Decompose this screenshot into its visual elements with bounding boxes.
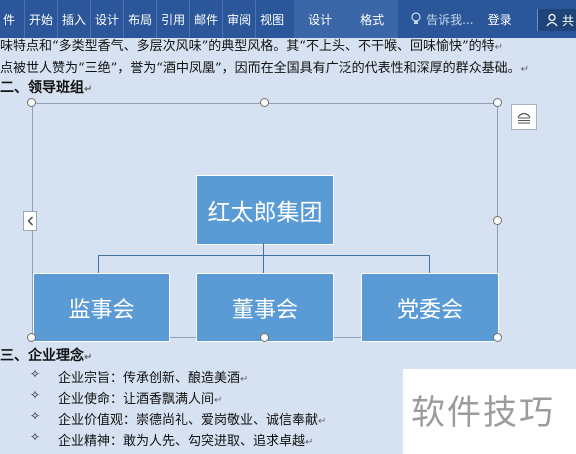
paragraph-mark: ↵ <box>494 42 503 53</box>
smartart-org-chart[interactable]: 红太郎集团 监事会 董事会 党委会 <box>32 103 499 342</box>
paragraph-mark: ↵ <box>214 395 223 406</box>
paragraph-mark: ↵ <box>520 64 529 75</box>
tab-home[interactable]: 开始 <box>24 0 57 38</box>
bullet-icon: ✧ <box>30 430 41 444</box>
list-item: 企业价值观：崇德尚礼、爱岗敬业、诚信奉献↵ <box>58 413 327 428</box>
tell-me-text: 告诉我... <box>426 12 474 27</box>
tab-file[interactable]: 件 <box>3 12 16 27</box>
watermark-text: 软件技巧 <box>411 393 555 433</box>
share-button[interactable]: 共 <box>536 9 576 31</box>
resize-handle-bottom-left[interactable] <box>27 333 36 342</box>
tab-smartart-format[interactable]: 格式 <box>360 12 385 27</box>
connector-middle <box>263 255 264 273</box>
tab-design[interactable]: 设计 <box>90 0 123 38</box>
login-button[interactable]: 登录 <box>487 12 512 27</box>
body-paragraph-line-2: 点被世人赞为“三绝”，誉为“酒中凤凰”，因而在全国具有广泛的代表性和深厚的群众基… <box>0 61 529 76</box>
paragraph-mark: ↵ <box>240 374 249 385</box>
org-box-supervisory-board[interactable]: 监事会 <box>33 273 170 342</box>
bullet-icon: ✧ <box>30 367 41 381</box>
list-item: 企业宗旨：传承创新、酿造美酒↵ <box>58 371 249 386</box>
tab-smartart-design[interactable]: 设计 <box>308 12 333 27</box>
body-paragraph-line-1: 味特点和“多类型香气、多层次风味”的典型风格。其“不上头、不干喉、回味愉快”的特… <box>0 39 503 54</box>
document-page[interactable]: 味特点和“多类型香气、多层次风味”的典型风格。其“不上头、不干喉、回味愉快”的特… <box>0 38 576 454</box>
org-box-top[interactable]: 红太郎集团 <box>196 175 334 245</box>
tab-references[interactable]: 引用 <box>156 0 189 38</box>
paragraph-mark: ↵ <box>84 84 93 95</box>
resize-handle-right[interactable] <box>493 216 502 225</box>
paragraph-mark: ↵ <box>318 416 327 427</box>
share-label: 共 <box>561 13 574 28</box>
tab-layout[interactable]: 布局 <box>123 0 156 38</box>
tab-mailings[interactable]: 邮件 <box>189 0 222 38</box>
chevron-left-icon <box>27 216 33 226</box>
paragraph-mark: ↵ <box>305 437 314 448</box>
watermark: 软件技巧 <box>403 369 576 454</box>
lightbulb-icon <box>411 12 421 24</box>
list-item: 企业精神：敢为人先、勾突进取、追求卓越↵ <box>58 434 314 449</box>
tab-view[interactable]: 视图 <box>255 0 288 38</box>
resize-handle-top-right[interactable] <box>493 98 502 107</box>
paragraph-mark: ↵ <box>84 352 93 363</box>
resize-handle-top[interactable] <box>260 98 269 107</box>
smartart-tools-tabs: 设计 格式 <box>294 0 399 38</box>
layout-options-icon <box>517 112 531 124</box>
text-pane-toggle[interactable] <box>23 211 37 231</box>
tell-me-search[interactable]: 告诉我... <box>410 11 474 28</box>
connector-left <box>98 255 99 273</box>
bullet-icon: ✧ <box>30 388 41 402</box>
connector-trunk <box>263 243 264 255</box>
ribbon: 件 开始 插入 设计 布局 引用 邮件 审阅 视图 设计 格式 告诉我... 登… <box>0 0 576 38</box>
org-box-board-of-directors[interactable]: 董事会 <box>196 273 334 342</box>
resize-handle-top-left[interactable] <box>27 98 36 107</box>
list-item: 企业使命：让酒香飘满人间↵ <box>58 392 223 407</box>
bullet-icon: ✧ <box>30 409 41 423</box>
org-box-party-committee[interactable]: 党委会 <box>361 273 499 342</box>
tab-insert[interactable]: 插入 <box>57 0 90 38</box>
connector-bar <box>98 255 430 256</box>
layout-options-button[interactable] <box>511 104 537 130</box>
person-icon <box>546 13 558 27</box>
resize-handle-bottom[interactable] <box>260 333 269 342</box>
tab-review[interactable]: 审阅 <box>222 0 255 38</box>
connector-right <box>429 255 430 273</box>
section-heading-philosophy: 三、企业理念↵ <box>0 348 93 364</box>
section-heading-leadership: 二、领导班组↵ <box>0 80 93 96</box>
resize-handle-bottom-right[interactable] <box>493 333 502 342</box>
